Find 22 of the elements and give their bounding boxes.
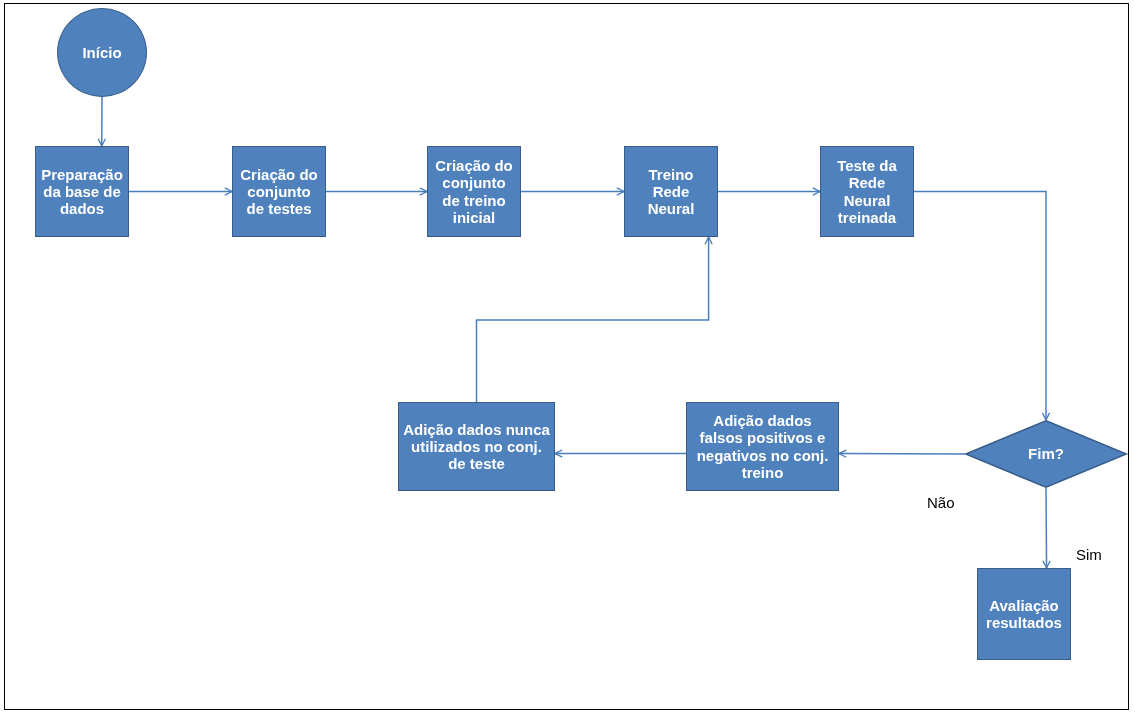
arrow [838, 449, 966, 458]
arrow [325, 187, 428, 196]
process-box: Criação do conjunto de testes [232, 146, 326, 237]
arrow [475, 236, 713, 403]
arrow [913, 190, 1051, 421]
process-box: Preparação da base de dados [35, 146, 129, 237]
edge-label: Não [925, 494, 957, 511]
arrow [717, 187, 821, 196]
arrow [97, 96, 107, 147]
edge-label: Sim [1074, 546, 1104, 563]
process-box: Adição dados nunca utilizados no conj. de teste [398, 402, 555, 491]
process-box: Treino Rede Neural [624, 146, 718, 237]
arrow [554, 449, 687, 458]
arrow [520, 187, 625, 196]
decision-diamond: Fim? [965, 420, 1127, 488]
process-box: Teste da Rede Neural treinada [820, 146, 914, 237]
arrow [1042, 487, 1051, 569]
process-box: Criação do conjunto de treino inicial [427, 146, 521, 237]
start-circle: Início [57, 8, 147, 97]
arrow [128, 187, 233, 196]
process-box: Avaliação resultados [977, 568, 1071, 660]
process-box: Adição dados falsos positivos e negativos no conj. treino [686, 402, 839, 491]
